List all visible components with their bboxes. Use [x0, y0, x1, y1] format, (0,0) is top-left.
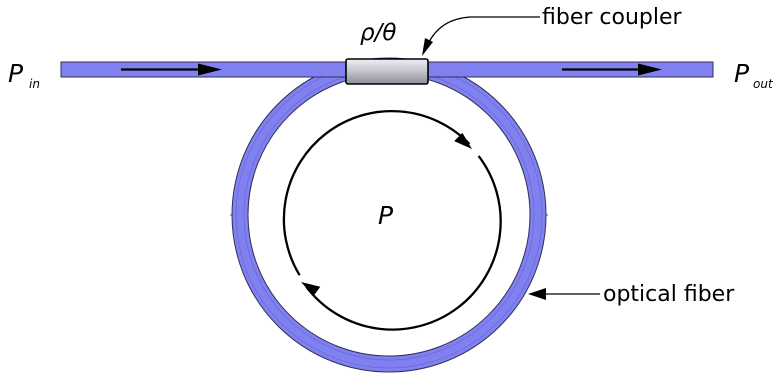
coupler-name-label: fiber coupler	[542, 5, 683, 30]
input-direction-arrow	[121, 63, 222, 76]
input-power-label: P	[8, 59, 24, 88]
circulation-arc-upper	[282, 109, 471, 276]
coupler-leader	[422, 16, 540, 56]
ring-power-label: P	[378, 201, 394, 230]
input-power-subscript: in	[29, 77, 40, 91]
fiber-leader	[528, 288, 600, 300]
circulation-arrowhead-upper	[454, 132, 472, 149]
output-power-label: P	[734, 59, 750, 88]
circulation-arrowhead-lower	[301, 282, 321, 296]
fiber-name-label: optical fiber	[603, 282, 735, 307]
fiber-leader-arrowhead	[528, 288, 546, 300]
fiber-coupler	[345, 58, 429, 85]
circulation-arc-lower	[305, 155, 502, 331]
coupler-leader-arrowhead	[422, 38, 433, 56]
circulation-arrows	[282, 109, 502, 331]
output-power-subscript: out	[753, 77, 774, 91]
coupler-body	[345, 58, 429, 85]
coupler-parameter-label: ρ/θ	[360, 20, 396, 46]
output-direction-arrow	[562, 63, 662, 76]
